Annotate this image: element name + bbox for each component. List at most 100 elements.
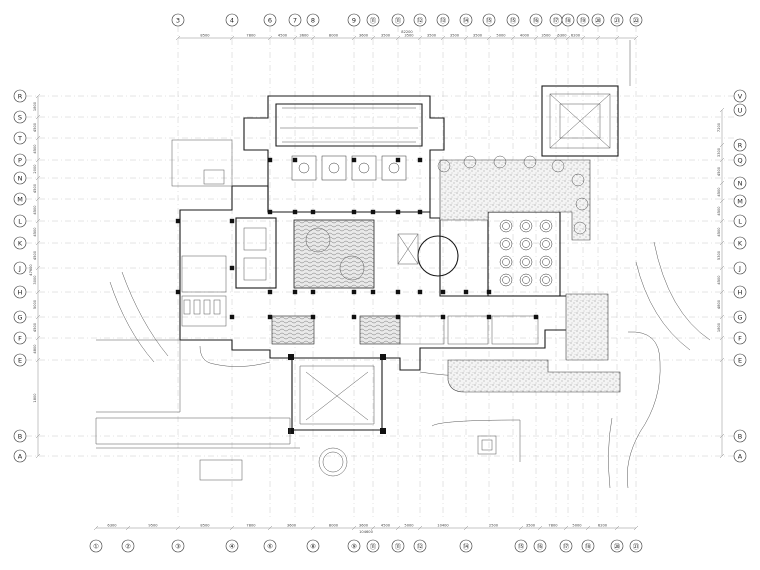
axis-bubble-right: B (733, 429, 747, 443)
axis-bubble-top-label: ㉑ (614, 16, 621, 24)
axis-bubble-left-label: F (18, 334, 22, 342)
left-dimension-total: 47600 (29, 264, 33, 276)
bottom-dimension-chain-value: 8000 (329, 524, 339, 528)
axis-bubble-bottom-label: ② (125, 542, 131, 550)
axis-bubble-right-circle (733, 103, 747, 117)
structural-column (463, 289, 469, 295)
axis-bubble-bottom-circle (629, 539, 643, 553)
axis-bubble-left-circle (13, 171, 27, 185)
axis-bubble-right-circle (733, 194, 747, 208)
axis-bubble-top-label: ⑮ (486, 16, 493, 24)
axis-bubble-bottom-label: ⑨ (351, 542, 357, 550)
axis-bubble-top-label: ⑭ (463, 16, 470, 24)
axis-bubble-bottom: ㉑ (629, 539, 643, 553)
axis-bubble-right-label: M (737, 197, 743, 205)
axis-bubble-right-circle (733, 310, 747, 324)
axis-bubble-left-label: M (17, 195, 23, 203)
axis-bubble-top-circle (482, 13, 496, 27)
structural-column (267, 157, 273, 163)
structural-column (310, 209, 316, 215)
axis-bubble-left-circle (13, 310, 27, 324)
axis-bubble-bottom: ② (121, 539, 135, 553)
axis-bubble-top-circle (576, 13, 590, 27)
left-dimension-chain-value: 4800 (33, 344, 37, 354)
structural-column (351, 209, 357, 215)
structural-column (486, 314, 492, 320)
axis-bubble-top-label: 6 (268, 16, 272, 24)
right-dimension-chain-value: 4500 (717, 275, 721, 285)
left-dimension-chain-value: 1800 (33, 393, 37, 403)
axis-bubble-left-circle (13, 236, 27, 250)
axis-bubble-right: H (733, 285, 747, 299)
axis-bubble-right-circle (733, 429, 747, 443)
top-dimension-chain-value: 3500 (541, 34, 551, 38)
axis-bubble-right-label: V (738, 92, 743, 100)
top-dimension-chain-total: 82200 (401, 30, 413, 34)
axis-bubble-left: B (13, 429, 27, 443)
axis-bubble-bottom-label: ⑳ (614, 542, 621, 550)
right-dimension-chain-value: 7200 (717, 122, 721, 132)
structural-column (229, 314, 235, 320)
axis-bubble-right-label: L (738, 217, 742, 225)
axis-bubble-top: ⑱ (561, 13, 575, 27)
axis-bubble-bottom: ⑮ (514, 539, 528, 553)
axis-bubble-top: ㉑ (610, 13, 624, 27)
axis-bubble-top: ⑰ (549, 13, 563, 27)
axis-bubble-bottom: ⑪ (391, 539, 405, 553)
structural-column (395, 209, 401, 215)
axis-bubble-bottom-label: ⑪ (395, 542, 402, 550)
axis-bubble-top: ⑮ (482, 13, 496, 27)
axis-bubble-top: ⑭ (459, 13, 473, 27)
axis-bubble-bottom-circle (89, 539, 103, 553)
axis-bubble-bottom: ⑫ (413, 539, 427, 553)
axis-bubble-left-label: S (18, 113, 22, 121)
right-dimension-chain-value: 4500 (717, 227, 721, 237)
top-dimension-chain-value: 3600 (299, 34, 309, 38)
left-dimension-chain-value: 4500 (33, 227, 37, 237)
axis-bubble-bottom: ⑯ (533, 539, 547, 553)
bottom-dimension-chain-value: 5000 (572, 524, 582, 528)
round-table (539, 219, 553, 233)
structural-column (175, 218, 181, 224)
bottom-dimension-chain-value: 4500 (381, 524, 391, 528)
round-table (519, 219, 533, 233)
axis-bubble-top-label: ㉒ (633, 16, 640, 24)
axis-bubble-top-circle (391, 13, 405, 27)
top-dimension-chain-value: 4500 (278, 34, 288, 38)
axis-bubble-bottom: ⑳ (610, 539, 624, 553)
top-dimension-chain-value: 8500 (200, 34, 210, 38)
axis-bubble-left: G (13, 310, 27, 324)
axis-bubble-top-circle (610, 13, 624, 27)
axis-bubble-bottom: ③ (171, 539, 185, 553)
axis-bubble-top-label: ⑰ (553, 16, 560, 24)
axis-bubble-bottom-circle (559, 539, 573, 553)
axis-bubble-bottom-circle (121, 539, 135, 553)
round-table (499, 219, 513, 233)
axis-bubble-right-circle (733, 353, 747, 367)
axis-bubble-top-label: ⑪ (395, 16, 402, 24)
axis-bubble-bottom-label: ⑯ (537, 542, 544, 550)
structural-column (417, 209, 423, 215)
axis-bubble-top-label: 8 (311, 16, 315, 24)
axis-bubble-right: Q (733, 153, 747, 167)
structural-column (292, 289, 298, 295)
axis-bubble-top-circle (561, 13, 575, 27)
axis-bubble-top-circle (413, 13, 427, 27)
axis-bubble-left: R (13, 89, 27, 103)
bottom-dimension-chain-value: 6200 (598, 524, 608, 528)
axis-bubble-left-circle (13, 192, 27, 206)
top-dimension-chain-value: 3500 (450, 34, 460, 38)
left-dimension-chain: 1800450045002000450045004500450030005000… (33, 93, 41, 459)
top-dimension-chain-value: 3600 (359, 34, 369, 38)
axis-bubble-top-circle (629, 13, 643, 27)
axis-bubble-top: 4 (225, 13, 239, 27)
axis-bubble-right: J (733, 261, 747, 275)
axis-bubble-left: L (13, 214, 27, 228)
axis-bubble-right-label: U (738, 106, 743, 114)
axis-bubble-top: ⑪ (391, 13, 405, 27)
left-dimension-chain-value: 4500 (33, 205, 37, 215)
garden-areas (437, 155, 621, 393)
top-dimension-chain-value: 3500 (404, 34, 414, 38)
